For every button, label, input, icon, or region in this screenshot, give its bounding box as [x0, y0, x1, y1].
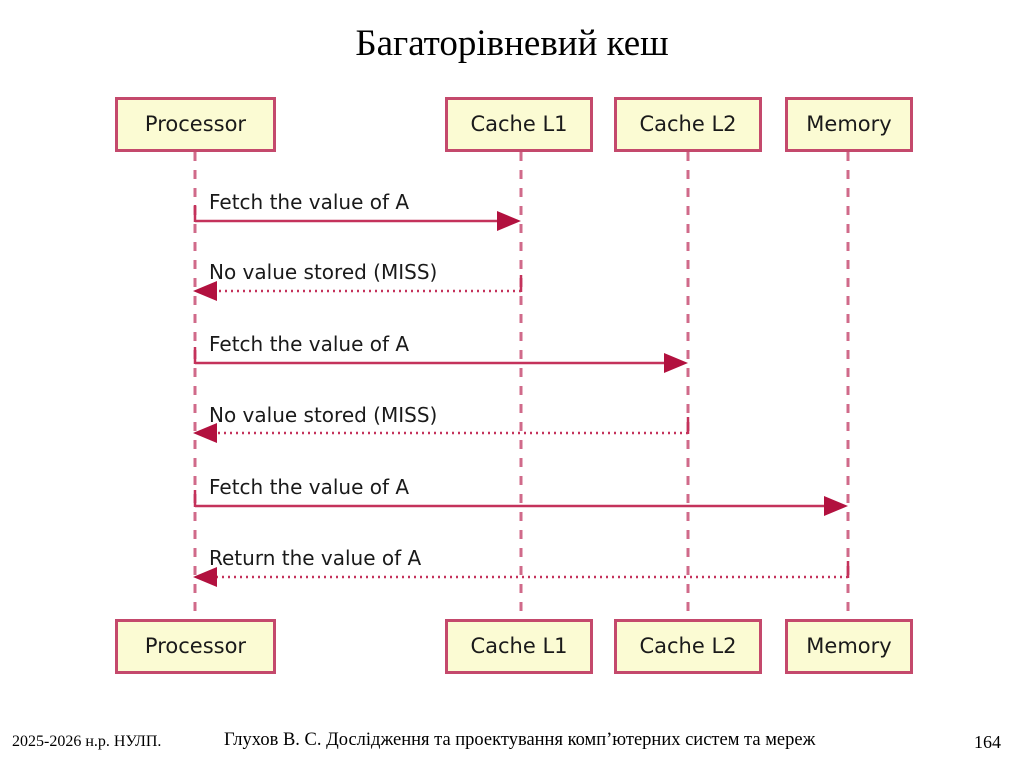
sequence-diagram-canvas [193, 152, 850, 618]
message-label-3: Fetch the value of A [209, 332, 410, 356]
footer-course-info: 2025-2026 н.р. НУЛП. [12, 733, 162, 750]
participant-label-cache-l2-top: Cache L2 [639, 112, 737, 136]
page-title: Багаторівневий кеш [355, 23, 669, 64]
participant-box-cache-l1-bottom[interactable]: Cache L1 [445, 619, 593, 674]
sequence-diagram: Processor Cache L1 Cache L2 Memory Proce… [115, 97, 913, 674]
participant-box-memory-top[interactable]: Memory [785, 97, 913, 152]
message-label-1: Fetch the value of A [209, 190, 410, 214]
message-label-2: No value stored (MISS) [209, 260, 438, 284]
participant-box-cache-l2-top[interactable]: Cache L2 [614, 97, 762, 152]
message-arrow-5 [193, 490, 848, 516]
participant-box-cache-l2-bottom[interactable]: Cache L2 [614, 619, 762, 674]
message-arrow-1 [193, 205, 521, 231]
participant-label-cache-l1-top: Cache L1 [470, 112, 568, 136]
participant-box-memory-bottom[interactable]: Memory [785, 619, 913, 674]
participant-box-processor-bottom[interactable]: Processor [115, 619, 276, 674]
lifelines [193, 152, 850, 618]
participant-label-memory-top: Memory [806, 112, 892, 136]
message-label-4: No value stored (MISS) [209, 403, 438, 427]
participant-label-cache-l1-bottom: Cache L1 [470, 634, 568, 658]
participant-box-processor-top[interactable]: Processor [115, 97, 276, 152]
participant-label-processor-bottom: Processor [144, 634, 247, 658]
participant-label-cache-l2-bottom: Cache L2 [639, 634, 737, 658]
message-arrow-6 [193, 561, 850, 587]
message-label-6: Return the value of A [209, 546, 422, 570]
participant-label-memory-bottom: Memory [806, 634, 892, 658]
participant-label-processor-top: Processor [144, 112, 247, 136]
footer-author-title: Глухов В. С. Дослідження та проектування… [224, 730, 816, 750]
participant-box-cache-l1-top[interactable]: Cache L1 [445, 97, 593, 152]
message-arrow-4 [193, 417, 690, 443]
message-arrow-2 [193, 275, 523, 301]
slide-footer: 2025-2026 н.р. НУЛП. Глухов В. С. Дослід… [0, 724, 1024, 767]
message-label-5: Fetch the value of A [209, 475, 410, 499]
footer-page-number: 164 [974, 732, 1001, 752]
message-arrow-3 [193, 347, 688, 373]
